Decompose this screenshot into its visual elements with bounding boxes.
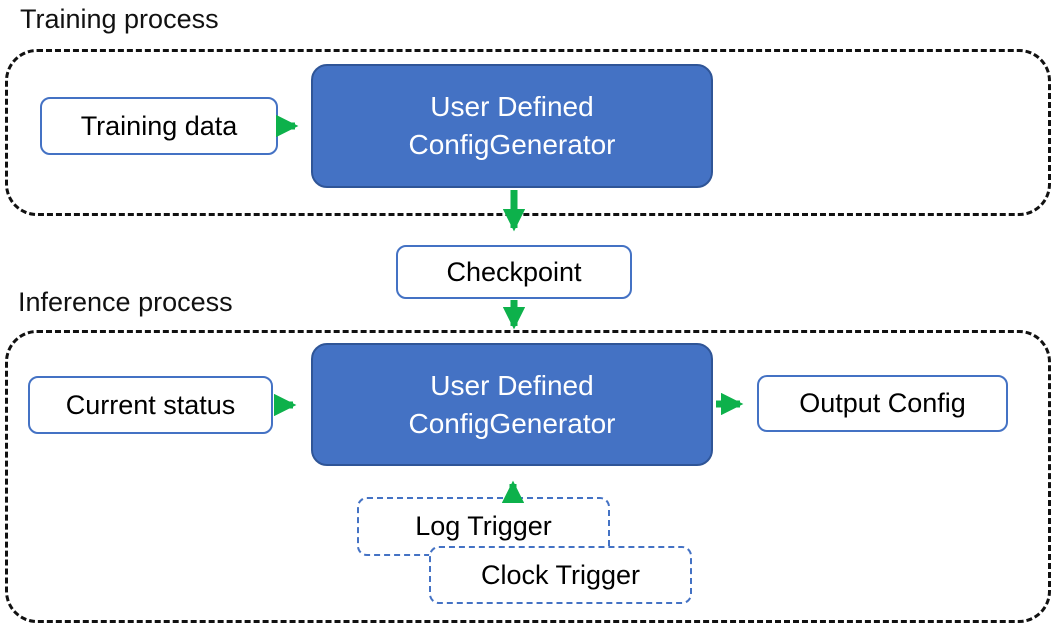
training-config-generator-line2: ConfigGenerator: [408, 129, 616, 160]
training-process-container: [5, 49, 1051, 216]
training-process-label: Training process: [20, 4, 219, 34]
training-data-box: Training data: [40, 97, 278, 155]
training-config-generator-line1: User Defined: [430, 91, 594, 122]
training-config-generator-box: User Defined ConfigGenerator: [311, 64, 713, 188]
inference-config-generator-line2: ConfigGenerator: [408, 407, 616, 439]
inference-process-label: Inference process: [18, 287, 233, 317]
output-config-box: Output Config: [757, 375, 1008, 432]
clock-trigger-box: Clock Trigger: [429, 546, 692, 604]
inference-config-generator-line1: User Defined: [430, 369, 594, 401]
checkpoint-box: Checkpoint: [396, 245, 632, 299]
inference-config-generator-box: User Defined ConfigGenerator: [311, 343, 713, 466]
current-status-box: Current status: [28, 376, 273, 434]
inference-process-container: [5, 330, 1051, 623]
